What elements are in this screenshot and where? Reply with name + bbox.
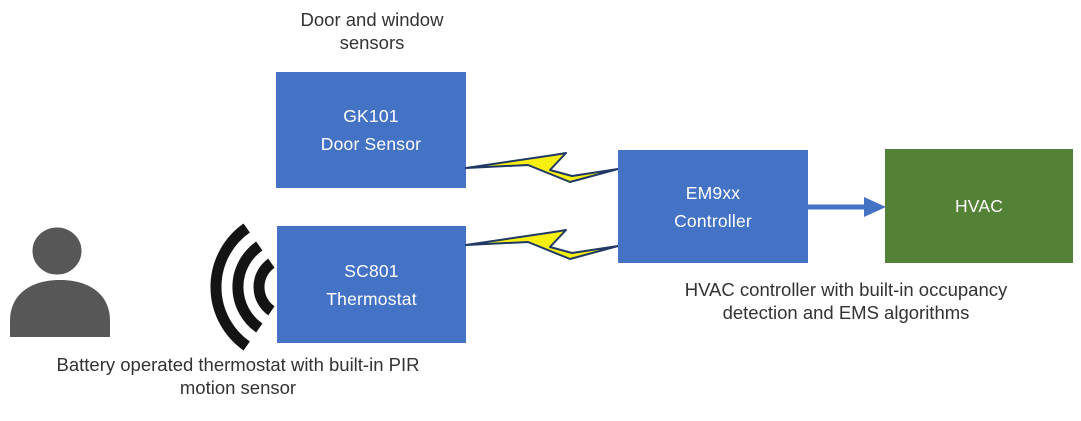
signal-waves-icon	[202, 223, 275, 351]
caption-line: HVAC controller with built-in occupancy	[684, 279, 1008, 300]
node-label-line: Door Sensor	[320, 134, 422, 154]
caption-line: motion sensor	[179, 377, 297, 398]
caption-line: sensors	[339, 32, 405, 53]
node-em9xx-controller: EM9xx Controller	[618, 150, 808, 263]
node-gk101-door-sensor: GK101 Door Sensor	[276, 72, 466, 188]
node-label-line: SC801	[344, 260, 399, 281]
node-hvac: HVAC	[885, 149, 1073, 263]
arrow-right-icon	[806, 194, 886, 220]
lightning-bolt-icon	[464, 152, 620, 185]
node-sc801-thermostat: SC801 Thermostat	[277, 226, 466, 343]
node-label-line: Controller	[674, 210, 752, 231]
node-label-line: GK101	[343, 106, 399, 126]
node-label-line: Thermostat	[326, 288, 417, 309]
caption-hvac-controller-description: HVAC controller with built-in occupancy …	[655, 278, 1037, 324]
caption-line: Battery operated thermostat with built-i…	[56, 354, 420, 375]
caption-door-window-sensors: Door and window sensors	[252, 8, 492, 54]
caption-line: detection and EMS algorithms	[722, 302, 970, 323]
caption-line: Door and window	[300, 9, 444, 30]
person-icon	[8, 222, 112, 337]
caption-thermostat-description: Battery operated thermostat with built-i…	[12, 353, 464, 399]
node-label-line: HVAC	[954, 196, 1004, 216]
lightning-bolt-icon	[464, 229, 620, 262]
node-label-line: EM9xx	[685, 182, 741, 203]
